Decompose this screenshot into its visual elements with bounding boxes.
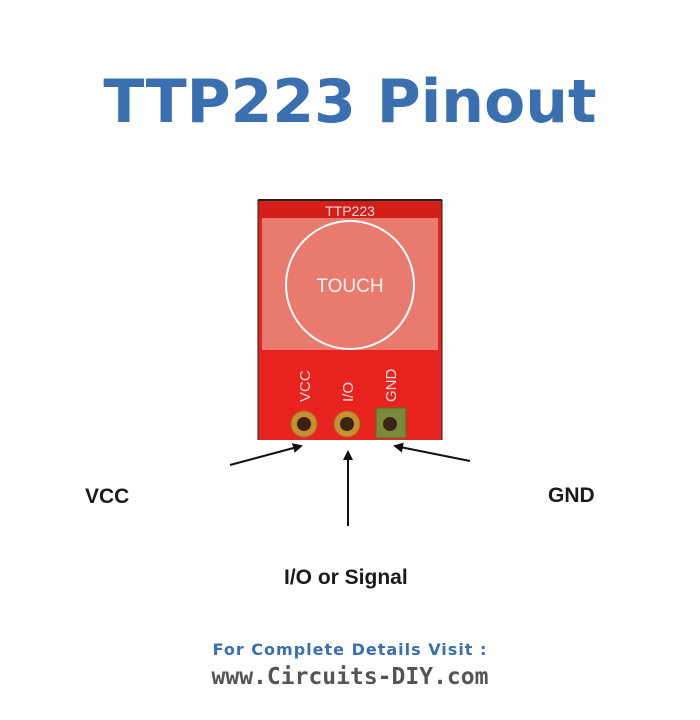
- page-title: TTP223 Pinout: [103, 67, 597, 137]
- arrow-vcc: [229, 443, 303, 466]
- pin-gnd: [375, 407, 407, 439]
- footer-website: www.Circuits-DIY.com: [211, 664, 489, 690]
- vcc-label: VCC: [85, 485, 130, 508]
- touch-area: [262, 218, 438, 350]
- pin-silk-vcc: VCC: [297, 370, 314, 402]
- board-name: TTP223: [325, 203, 375, 219]
- footer-visit-text: For Complete Details Visit :: [212, 640, 488, 659]
- arrow-gnd: [393, 442, 471, 462]
- io-label: I/O or Signal: [284, 566, 408, 589]
- pin-silk-io: I/O: [340, 382, 357, 402]
- pin-vcc: [290, 410, 318, 438]
- pin-io: [333, 410, 361, 438]
- touch-pad-label: TOUCH: [316, 276, 383, 297]
- gnd-label: GND: [548, 484, 595, 507]
- ttp223-board: TTP223 TOUCH VCC I/O GND: [257, 199, 443, 440]
- header-strip: [258, 200, 442, 218]
- pin-silk-gnd: GND: [383, 369, 400, 403]
- touch-pad-ring: [285, 220, 415, 350]
